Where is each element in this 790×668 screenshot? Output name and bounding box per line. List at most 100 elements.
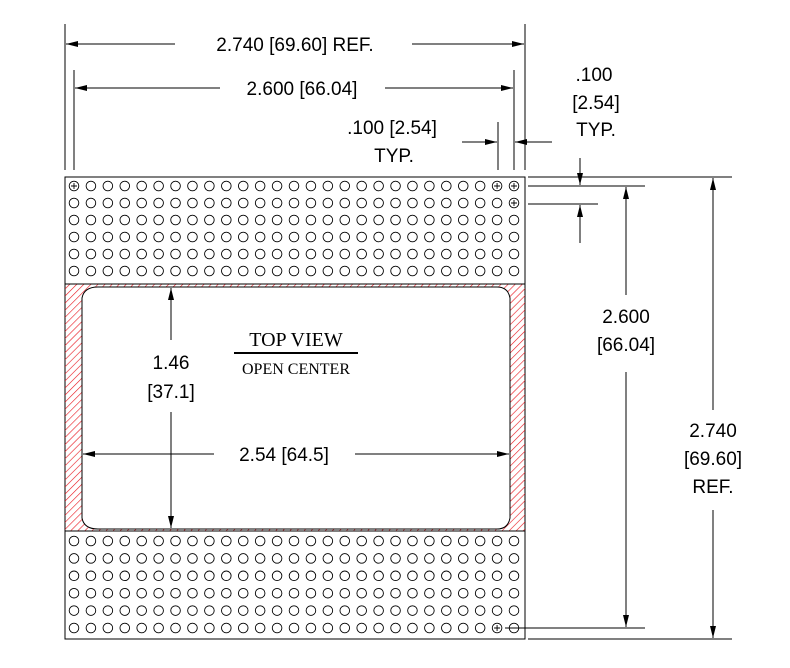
label-outer-height-value: 2.740 [689,421,737,442]
pin-hole [508,214,520,226]
pin-hole [153,587,164,599]
pin-hole [136,265,147,277]
pin-hole [339,605,351,616]
pin-hole [68,535,80,547]
pin-hole [68,587,80,599]
pin-hole [305,535,317,547]
pin-hole [441,180,452,192]
pin-hole [339,197,351,209]
pin-hole [221,248,232,260]
label-pitch-v-value: .100 [576,65,613,86]
pin-hole [474,570,486,582]
pin-hole [85,248,97,260]
pin-hole [254,231,266,243]
pin-hole [254,180,266,192]
label-pin-height-mm: [66.04] [597,335,655,356]
pin-hole [424,214,435,226]
pin-hole [102,553,114,564]
pin-hole [254,553,266,564]
pin-hole [136,553,147,564]
pin-hole [390,570,401,582]
label-outer-height-ref: REF. [692,477,733,498]
pin-hole [474,587,486,599]
pin-hole [322,265,334,277]
pin-hole [153,197,164,209]
pin-hole [407,248,418,260]
pin-hole [508,231,520,243]
pin-hole [136,570,147,582]
pin-hole [237,622,249,634]
pin-hole [170,570,181,582]
pin-marker-cross [511,200,517,206]
pin-hole [356,622,367,634]
pin-hole [68,265,80,277]
pin-hole [237,587,249,599]
pin-hole [136,214,147,226]
pin-hole [356,197,367,209]
pin-hole [288,214,300,226]
pin-hole [187,535,198,547]
pin-hole [237,553,249,564]
pin-hole [254,265,266,277]
pin-hole [508,197,520,209]
pin-hole [204,265,215,277]
label-pin-height-value: 2.600 [602,307,650,328]
pin-hole [305,231,317,243]
pin-hole [288,180,300,192]
pin-hole [204,231,215,243]
pin-hole [170,622,181,634]
pin-hole [288,622,300,634]
pin-hole [491,214,503,226]
pin-hole [390,231,401,243]
pin-hole [491,605,503,616]
pin-hole [85,587,97,599]
pin-hole [424,265,435,277]
pin-hole [373,214,384,226]
pin-hole [424,587,435,599]
pin-hole [271,197,283,209]
pin-hole [322,605,334,616]
pin-hole [457,197,469,209]
pin-hole [457,570,469,582]
pin-hole [356,265,367,277]
pin-hole [221,553,232,564]
pin-hole [373,622,384,634]
label-opening-height-mm: [37.1] [147,382,195,403]
pin-hole [119,535,131,547]
pin-hole [407,180,418,192]
pin-hole [271,622,283,634]
pin-hole [68,231,80,243]
pin-hole [136,587,147,599]
pin-hole [508,553,520,564]
pin-hole [119,570,131,582]
pin-hole [305,180,317,192]
pin-hole [288,197,300,209]
pin-hole [491,553,503,564]
pin-hole [204,587,215,599]
pin-hole [390,605,401,616]
label-outer-height-mm: [69.60] [684,449,742,470]
pin-marker-cross [71,183,77,189]
pin-hole [170,197,181,209]
pin-hole [119,197,131,209]
pin-hole [305,570,317,582]
pin-hole [339,214,351,226]
pin-hole [407,587,418,599]
pin-hole [474,535,486,547]
pin-hole [339,265,351,277]
pin-hole [221,265,232,277]
pin-hole [322,214,334,226]
pin-hole [204,622,215,634]
pin-hole [441,214,452,226]
label-opening-width: 2.54 [64.5] [239,445,329,466]
pin-hole [508,605,520,616]
pin-hole [407,535,418,547]
pin-hole [119,248,131,260]
pin-hole [373,265,384,277]
pin-hole [305,265,317,277]
pin-hole [441,535,452,547]
pin-hole [390,535,401,547]
pin-hole [288,248,300,260]
pin-hole [271,605,283,616]
pin-hole [407,570,418,582]
